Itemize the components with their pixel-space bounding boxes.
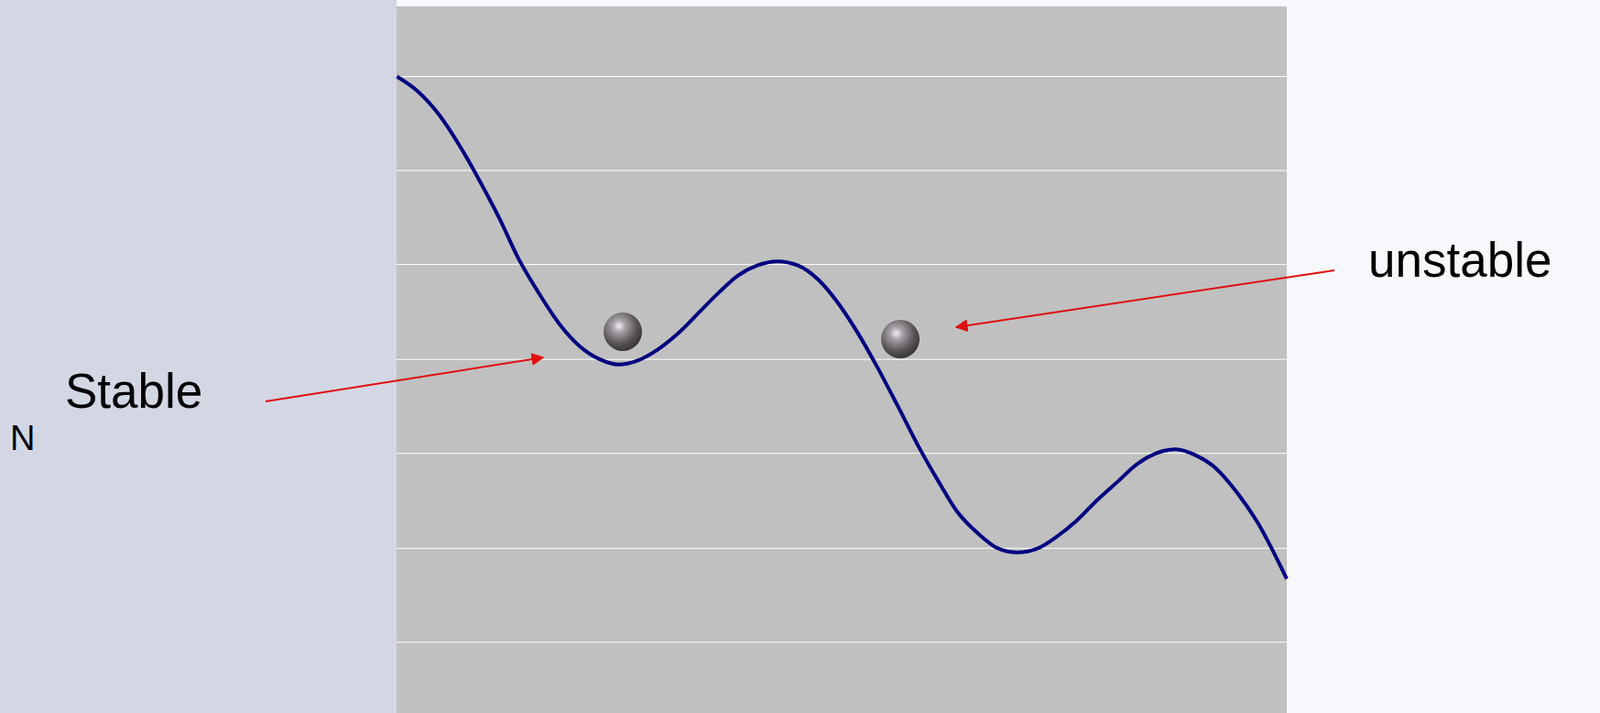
leader-arrow: [265, 357, 544, 402]
unstable-label: unstable: [1368, 233, 1552, 287]
left-panel: [0, 0, 397, 713]
grid-line: [396, 76, 1287, 77]
grid-line: [396, 641, 1287, 643]
grid-line: [396, 170, 1287, 172]
potential-curve: [396, 76, 1287, 579]
unstable-ball: [881, 319, 920, 359]
stable-label: Stable: [65, 364, 203, 418]
stable-ball: [603, 312, 643, 351]
axis-letter: N: [10, 419, 35, 458]
grid-line: [396, 263, 1287, 265]
grid-line: [396, 547, 1287, 549]
leader-arrow: [956, 270, 1335, 327]
